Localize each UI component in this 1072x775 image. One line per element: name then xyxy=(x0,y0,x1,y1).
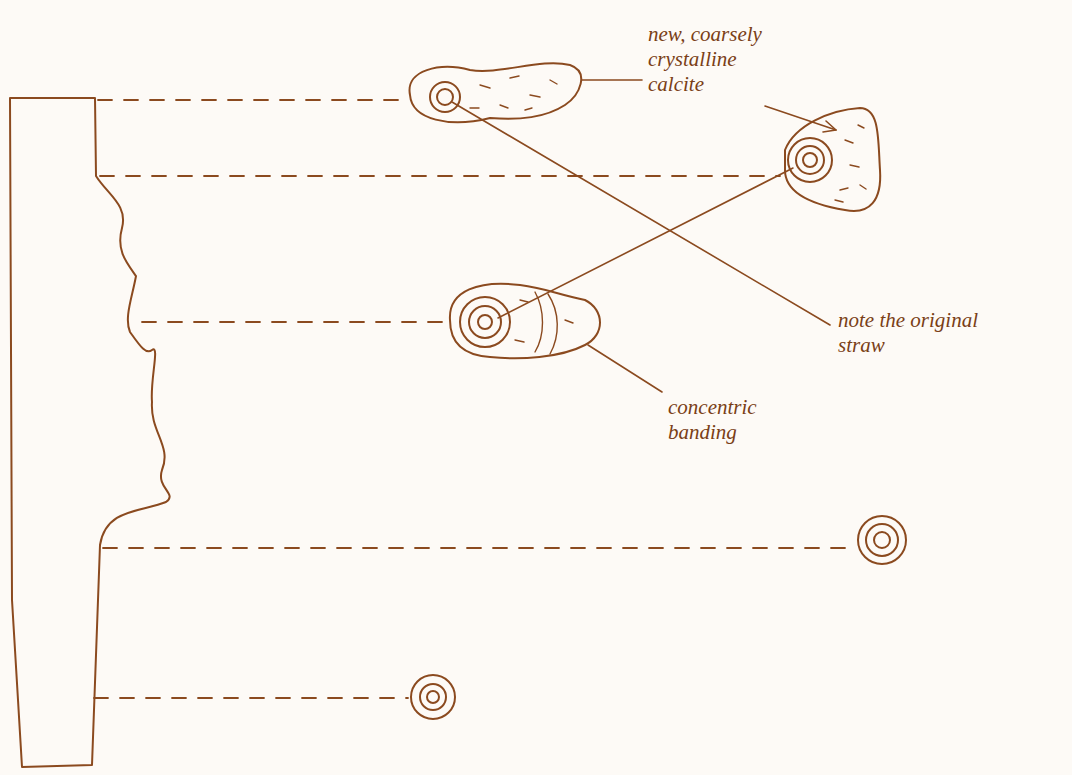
section-guides xyxy=(94,100,855,698)
annotation-label: note the original straw xyxy=(838,308,1028,358)
cross-section xyxy=(450,284,600,358)
cross-section xyxy=(410,63,582,122)
leader-lines xyxy=(452,80,836,392)
stalactite-profile xyxy=(10,98,170,767)
cross-section xyxy=(785,108,880,211)
annotation-label: new, coarsely crystalline calcite xyxy=(648,22,788,97)
annotation-label: concentric banding xyxy=(668,395,793,445)
